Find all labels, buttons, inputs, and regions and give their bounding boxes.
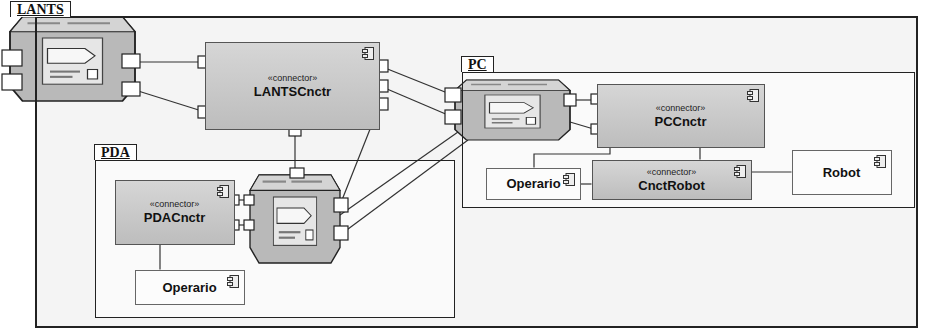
agent-icon (250, 175, 340, 263)
agent-icon (455, 80, 570, 140)
component-box: Operario (486, 168, 581, 200)
pda-ground (95, 160, 455, 318)
component-name: Robot (823, 165, 861, 180)
stereotype-label: «connector» (150, 199, 200, 210)
component-symbol (874, 155, 886, 168)
system-frame: LANTS«connector»LANTSCnctrPC«connector»P… (35, 16, 918, 328)
connector-line (699, 148, 700, 160)
connector-component: «connector»CnctRobot (592, 160, 752, 200)
component-box: Operario (135, 270, 245, 305)
device-frame: PDA«connector»PDACnctrOperario (95, 160, 455, 318)
component-name: LANTSCnctr (254, 84, 331, 99)
component-symbol (734, 165, 746, 178)
connector-line (159, 245, 160, 270)
lants-ground (35, 16, 918, 328)
frame-title: LANTS (10, 1, 71, 17)
stereotype-label: «connector» (268, 73, 318, 84)
component-name: PCCnctr (654, 114, 706, 129)
stereotype-label: «connector» (647, 167, 697, 178)
component-symbol (227, 275, 239, 288)
component-name: CnctRobot (638, 178, 704, 193)
frame-title: PDA (94, 144, 137, 160)
component-box: Robot (792, 150, 892, 195)
component-symbol (217, 185, 229, 198)
component-name: Operario (506, 176, 560, 191)
device-frame: PC«connector»PCCnctrOperario«connector»C… (462, 72, 915, 208)
connector-component: «connector»PCCnctr (597, 84, 765, 148)
component-name: PDACnctr (144, 210, 205, 225)
stereotype-label: «connector» (656, 103, 706, 114)
component-symbol (362, 47, 374, 60)
connector-component: «connector»PDACnctr (115, 180, 235, 245)
connector-line (752, 171, 792, 172)
component-symbol (563, 173, 575, 186)
component-name: Operario (162, 280, 216, 295)
agent-icon (10, 17, 135, 101)
connector-line (581, 183, 592, 184)
component-symbol (747, 89, 759, 102)
frame-title: PC (461, 56, 494, 72)
connector-component: «connector»LANTSCnctr (205, 42, 380, 130)
ports (2, 50, 601, 240)
